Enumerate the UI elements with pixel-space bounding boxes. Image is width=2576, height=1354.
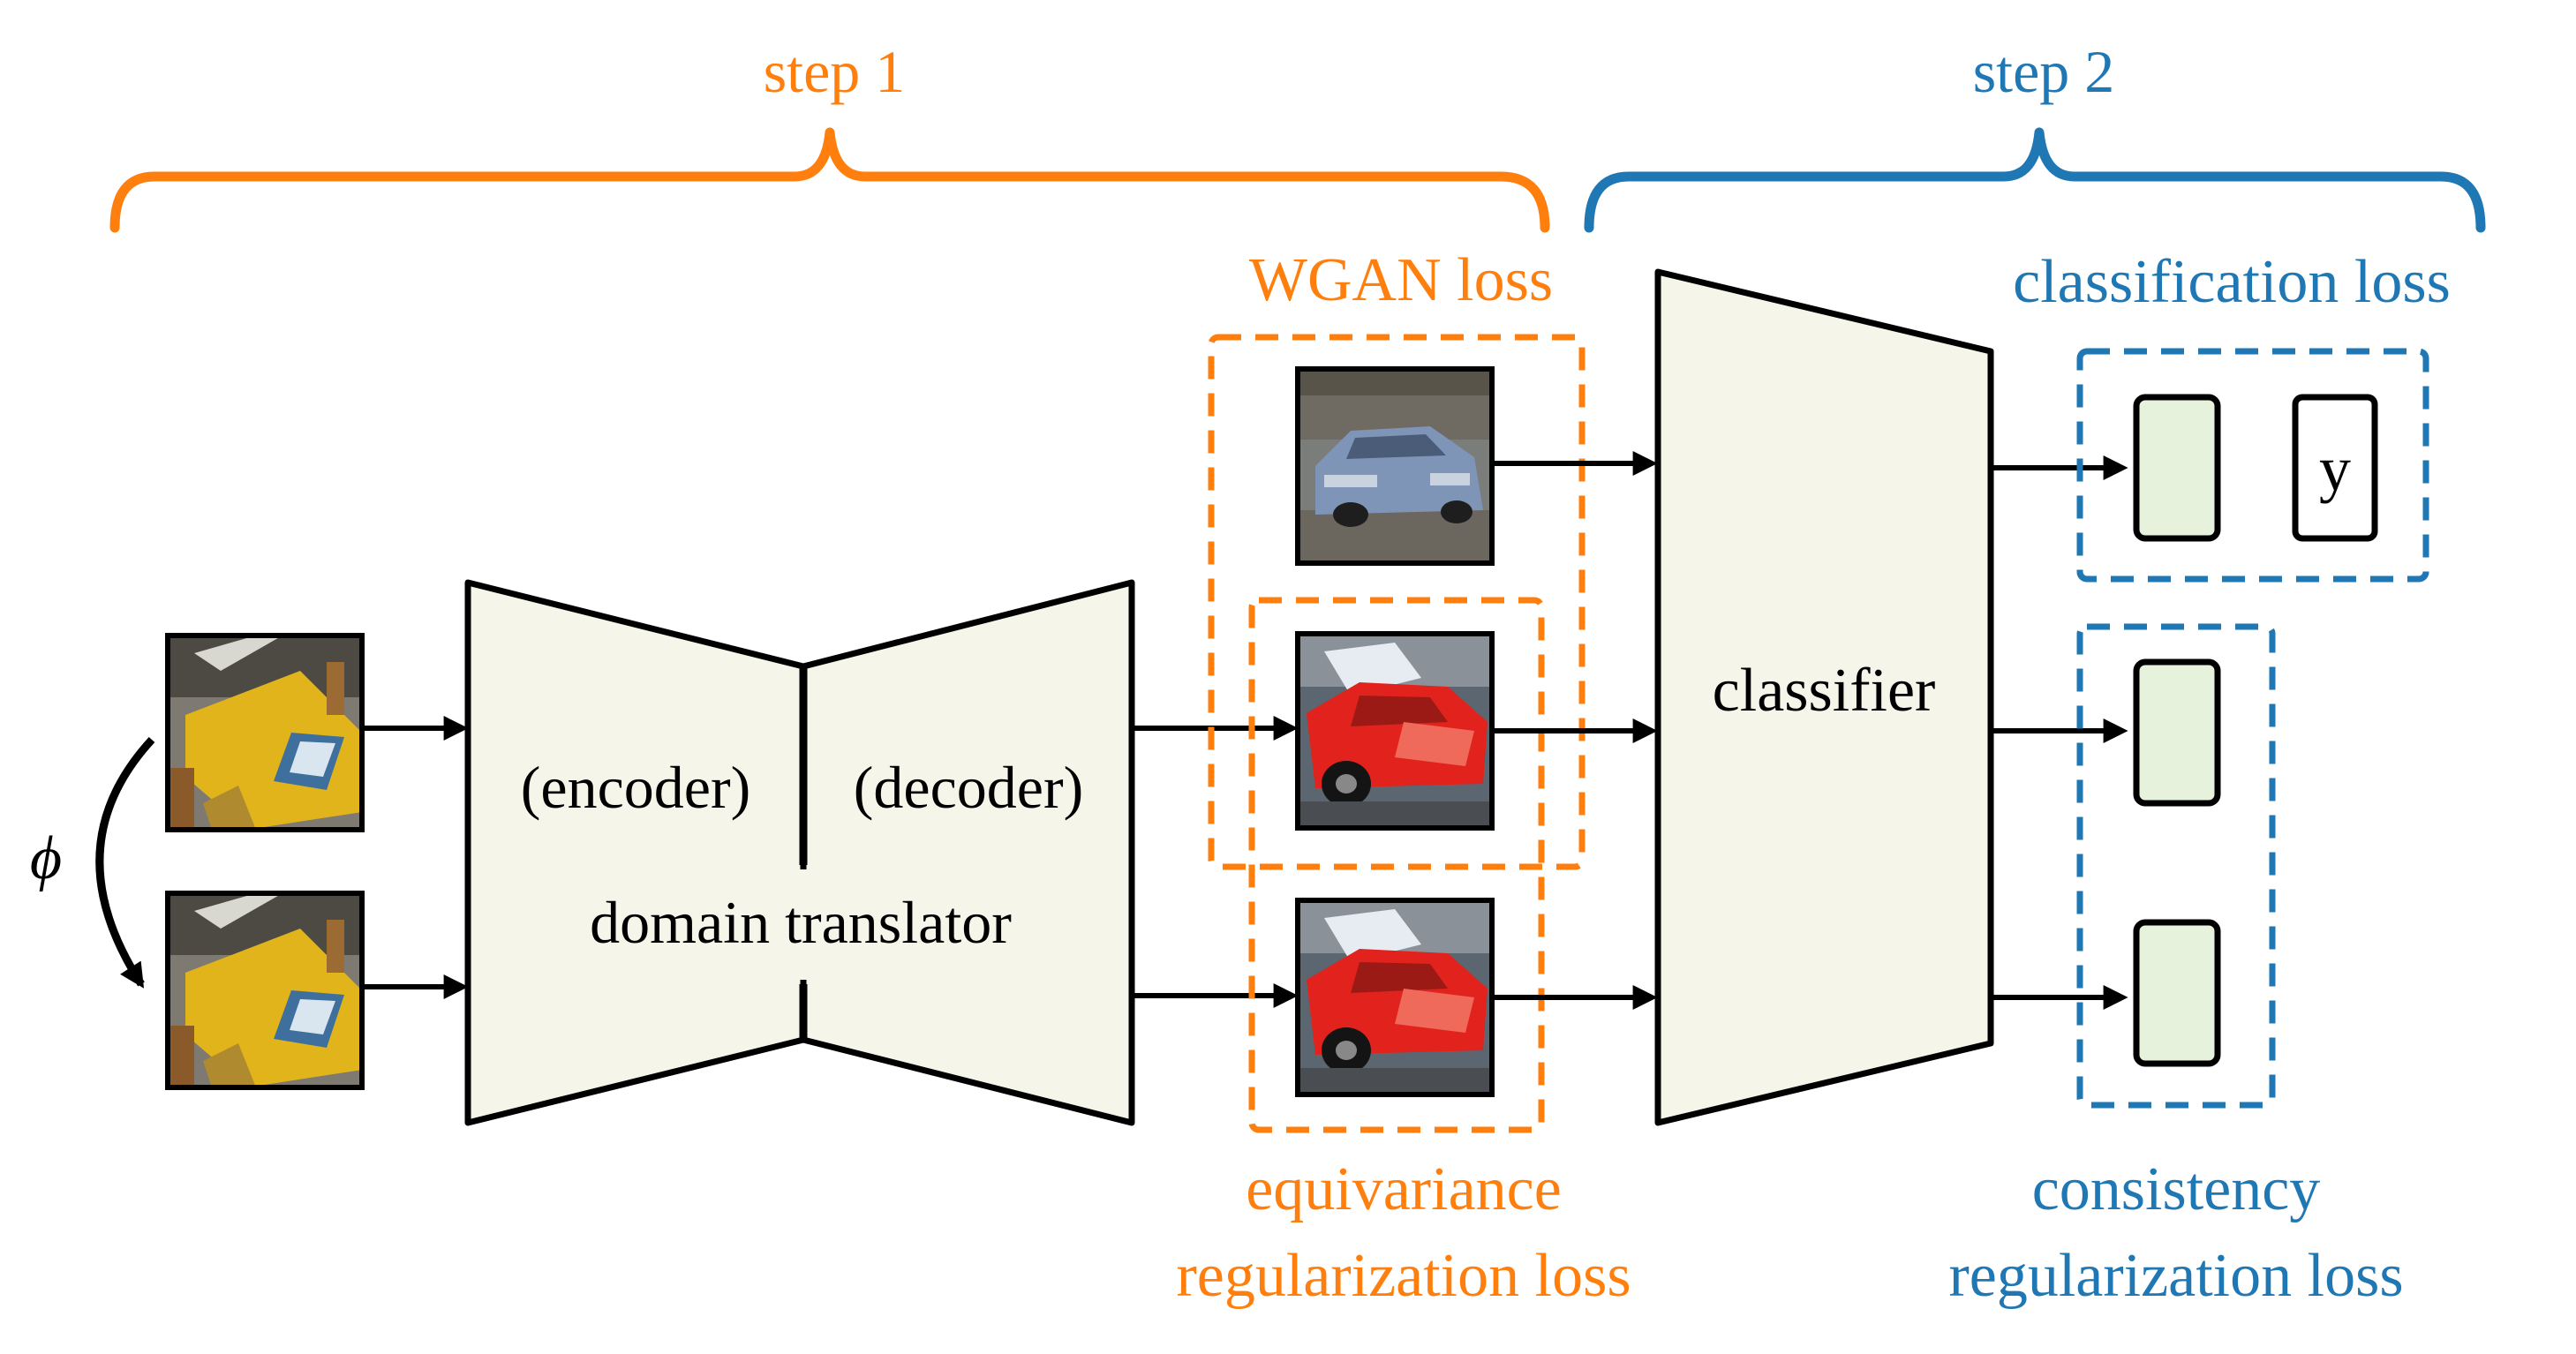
step2-bracket	[1584, 127, 2486, 233]
step1-bracket	[109, 127, 1550, 233]
step1-label: step 1	[764, 38, 906, 105]
classification-loss-label: classification loss	[2013, 248, 2451, 316]
target-domain-image	[1295, 366, 1495, 566]
transform-arrow	[95, 736, 155, 989]
label-box	[2292, 394, 2378, 542]
label-y: y	[2319, 433, 2351, 504]
decoder-block	[800, 579, 1135, 1126]
classifier-block	[1654, 268, 1994, 1126]
encoder-block	[464, 579, 807, 1126]
transform-symbol: ϕ	[30, 824, 62, 892]
output-logit-target	[2133, 394, 2221, 542]
consistency-loss-label-line1: consistency	[2032, 1155, 2321, 1223]
output-logit-translated-bottom	[2133, 919, 2221, 1067]
encoder-label: (encoder)	[521, 754, 750, 821]
wgan-loss-label: WGAN loss	[1249, 246, 1553, 314]
classifier-label: classifier	[1713, 657, 1936, 725]
classification-loss-box	[2076, 348, 2429, 583]
output-logit-translated-top	[2133, 658, 2221, 807]
input-image-top	[165, 633, 365, 832]
input-image-bottom	[165, 891, 365, 1090]
translated-image-top	[1295, 631, 1495, 831]
translator-divider-gap	[790, 869, 817, 980]
decoder-label: (decoder)	[854, 754, 1083, 821]
equivariance-loss-label-line2: regularization loss	[1176, 1242, 1631, 1310]
translator-label: domain translator	[590, 889, 1012, 956]
step2-label: step 2	[1973, 38, 2115, 105]
consistency-loss-box	[2076, 623, 2276, 1109]
equivariance-loss-label-line1: equivariance	[1246, 1155, 1562, 1223]
equivariance-loss-box	[1248, 597, 1545, 1133]
translated-image-bottom	[1295, 898, 1495, 1097]
consistency-loss-label-line2: regularization loss	[1948, 1242, 2403, 1310]
